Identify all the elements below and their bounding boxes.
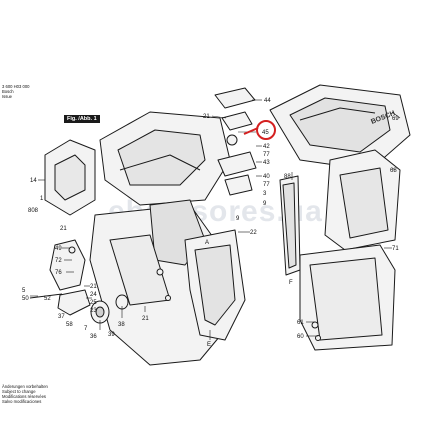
footer-line: Änderungen vorbehalten bbox=[2, 384, 48, 389]
highlight-arrow bbox=[243, 127, 259, 135]
callout-label: 3 bbox=[263, 191, 267, 197]
header-line: Bosch bbox=[2, 89, 14, 94]
side-frame-part bbox=[184, 229, 246, 341]
callout-label: 88 bbox=[284, 174, 291, 180]
header-line: 3 600 H03 000 bbox=[2, 84, 30, 89]
callout-label: 21 bbox=[90, 284, 97, 290]
fastener-parts bbox=[29, 246, 321, 341]
callout-label: 39 bbox=[108, 332, 115, 338]
callout-label: 61 bbox=[297, 320, 304, 326]
callout-label: 76 bbox=[55, 270, 62, 276]
callout-label: 50 bbox=[22, 296, 29, 302]
push-rod-part bbox=[279, 175, 301, 276]
callout-label: 69 bbox=[392, 116, 399, 122]
callout-label: 9 bbox=[263, 201, 267, 207]
footer-line: Subject to change bbox=[2, 389, 36, 394]
control-cover-part bbox=[44, 139, 96, 216]
callout-label: 49 bbox=[55, 246, 62, 252]
callout-label: 71 bbox=[392, 246, 399, 252]
callout-label: 1 bbox=[40, 196, 44, 202]
highlight-ring bbox=[256, 120, 276, 140]
callout-label: 22 bbox=[250, 230, 257, 236]
hopper-top-part bbox=[269, 84, 411, 171]
collection-box-part bbox=[299, 244, 396, 351]
callout-label: 77 bbox=[263, 152, 270, 158]
callout-label: 21 bbox=[142, 316, 149, 322]
callout-label: 60 bbox=[297, 334, 304, 340]
bracket-assembly-part bbox=[49, 239, 91, 316]
footer-line: Salvo modificaciones bbox=[2, 399, 42, 404]
callout-label: 9 bbox=[236, 216, 240, 222]
figure-badge: Fig. /Abb. 1 bbox=[64, 115, 100, 123]
leader-lines bbox=[30, 99, 401, 340]
callout-label: 77 bbox=[263, 182, 270, 188]
callout-label: 40 bbox=[263, 174, 270, 180]
callout-label: 52 bbox=[44, 296, 51, 302]
callout-label: 7 bbox=[84, 326, 88, 332]
callout-label: 36 bbox=[90, 334, 97, 340]
housing-top-part bbox=[99, 111, 231, 206]
callout-label: 45 bbox=[262, 130, 269, 136]
switch-plate-part bbox=[214, 87, 257, 196]
callout-label: 23 bbox=[90, 308, 97, 314]
document-header: 3 600 H03 000 Bosch Issue bbox=[2, 84, 29, 99]
callout-label: 25 bbox=[90, 300, 97, 306]
callout-label: 42 bbox=[263, 144, 270, 150]
callout-label: E bbox=[207, 342, 211, 348]
callout-label: 21 bbox=[203, 114, 210, 120]
footer-line: Modifications réservées bbox=[2, 394, 46, 399]
document-footer: Änderungen vorbehalten Subject to change… bbox=[2, 384, 48, 404]
callout-label: 24 bbox=[90, 292, 97, 298]
callout-label: 72 bbox=[55, 258, 62, 264]
hopper-body-part bbox=[324, 149, 401, 251]
callout-label: 43 bbox=[263, 160, 270, 166]
header-line: Issue bbox=[2, 94, 13, 99]
callout-label: 68 bbox=[390, 168, 397, 174]
callout-label: A bbox=[205, 240, 209, 246]
callout-label: F bbox=[289, 280, 293, 286]
callout-label: 21 bbox=[60, 226, 67, 232]
callout-label: 5 bbox=[22, 288, 26, 294]
callout-label: 58 bbox=[66, 322, 73, 328]
callout-labels: 44 21 45 69 42 77 43 40 77 3 9 68 14 808… bbox=[22, 98, 399, 348]
callout-label: 37 bbox=[58, 314, 65, 320]
callout-label: 44 bbox=[264, 98, 271, 104]
callout-label: 14 bbox=[30, 178, 37, 184]
callout-label: 38 bbox=[118, 322, 125, 328]
callout-label: 808 bbox=[28, 208, 39, 214]
